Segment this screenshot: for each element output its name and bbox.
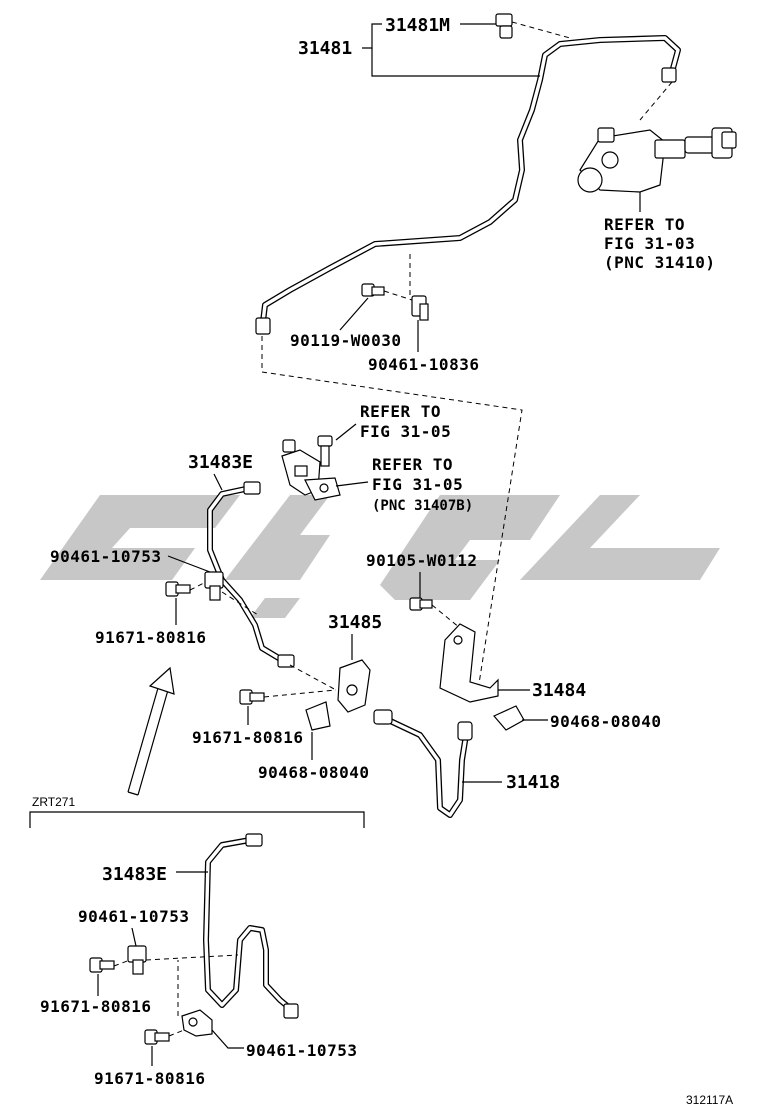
clip-90468-08040 [305,701,331,731]
refer-text: (PNC 31410) [604,253,715,272]
pipe-fitting [245,833,263,847]
union-block [281,439,341,501]
bolt-91671 [144,1029,170,1045]
refer-text: REFER TO [604,215,685,234]
refer-text: FIG 31-03 [604,234,695,253]
refer-text: (PNC 31407B) [372,498,473,514]
clip-90468-08040 [493,705,525,731]
label-90119-W0030: 90119-W0030 [290,331,401,350]
clamp-90461-10753 [127,945,147,975]
label-90461-10753: 90461-10753 [50,547,161,566]
pipe-31481 [259,35,681,333]
label-91671-80816: 91671-80816 [94,1069,205,1088]
label-31481M: 31481M [385,15,450,36]
label-90461-10753: 90461-10753 [246,1041,357,1060]
label-90461-10836: 90461-10836 [368,355,479,374]
label-31483E: 31483E [102,864,167,885]
pipe-fitting [661,67,677,83]
label-90468-08040: 90468-08040 [550,712,661,731]
label-31485: 31485 [328,612,382,633]
refer-text: FIG 31-05 [372,475,463,494]
clip-31481M [495,13,513,39]
label-90468-08040: 90468-08040 [258,763,369,782]
refer-text: REFER TO [372,455,453,474]
hose-fitting [373,709,393,725]
hose-fitting [457,721,473,741]
bolt-91671 [239,689,265,705]
bolt-90105 [409,597,433,611]
arrow-icon [127,666,175,796]
bracket-31485 [337,659,371,713]
refer-text: REFER TO [360,402,441,421]
label-31483E: 31483E [188,452,253,473]
label-91671-80816: 91671-80816 [40,997,151,1016]
bolt-refer [317,435,333,467]
clamp-90461-10836 [411,295,429,321]
label-90461-10753: 90461-10753 [78,907,189,926]
label-zrt271: ZRT271 [32,795,75,809]
pipe-fitting [255,317,271,335]
refer-text: FIG 31-05 [360,422,451,441]
pipe-31483E-bottom [203,837,295,1013]
label-91671-80816: 91671-80816 [95,628,206,647]
bolt-90119 [361,283,385,297]
clamp-90461-10753 [204,571,224,601]
pipe-fitting [243,481,261,495]
label-91671-80816: 91671-80816 [192,728,303,747]
bolt-91671 [89,957,115,973]
master-cylinder [577,127,737,193]
pipe-fitting [283,1003,299,1019]
label-31481: 31481 [298,38,352,59]
label-31418: 31418 [506,772,560,793]
pipe-fitting [277,654,295,668]
bracket-31484 [439,623,499,703]
watermark-logo [40,495,720,618]
figure-id: 312117A [686,1093,733,1107]
hose-31418 [381,715,469,818]
clamp-90461-10753 [181,1009,213,1037]
bolt-91671 [165,581,191,597]
label-31484: 31484 [532,680,586,701]
label-90105-W0112: 90105-W0112 [366,551,477,570]
